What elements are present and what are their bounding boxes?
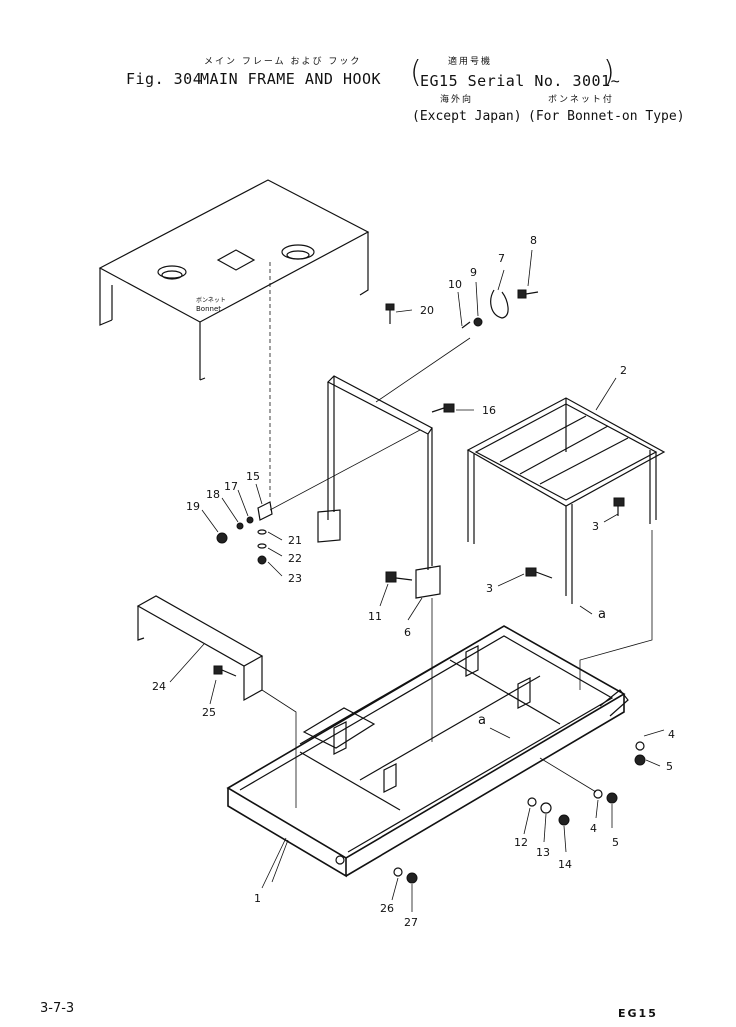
page-reference: 3-7-3 <box>40 1001 75 1016</box>
callout-numbers: 1 2 3 3 4 4 5 5 6 7 8 9 10 11 12 13 14 1… <box>152 234 675 929</box>
except-japan-note: (Except Japan) <box>412 109 522 124</box>
paren-close: ) <box>603 55 615 90</box>
callout-4-center: 4 <box>590 822 597 835</box>
callout-3-upper: 3 <box>592 520 599 533</box>
bonnet-cover: ボンネット Bonnet <box>98 179 370 500</box>
hardware-26-27 <box>393 867 418 884</box>
bonnet-type-japanese: ボンネット付 <box>548 95 614 105</box>
callout-26: 26 <box>380 902 394 915</box>
lift-bracket <box>269 375 441 742</box>
callout-7: 7 <box>498 252 505 265</box>
section-marker-lower: a <box>478 713 486 728</box>
figure-title: MAIN FRAME AND HOOK <box>200 70 382 88</box>
callout-11: 11 <box>368 610 382 623</box>
callout-19: 19 <box>186 500 200 513</box>
bonnet-english-label: Bonnet <box>196 305 221 313</box>
model-code: EG15 <box>618 1007 658 1020</box>
callout-24: 24 <box>152 680 166 693</box>
callout-5-center: 5 <box>612 836 619 849</box>
callout-25: 25 <box>202 706 216 719</box>
callout-13: 13 <box>536 846 550 859</box>
applicable-serial-japanese: 適用号機 <box>448 57 493 67</box>
callout-23: 23 <box>288 572 302 585</box>
hook-assembly <box>375 289 539 403</box>
callout-12: 12 <box>514 836 528 849</box>
callout-20: 20 <box>420 304 434 317</box>
callout-10: 10 <box>448 278 462 291</box>
except-japan-japanese: 海外向 <box>440 95 474 105</box>
small-hardware-stack <box>216 501 273 565</box>
bolt-11 <box>385 571 413 583</box>
title-japanese: メイン フレーム および フック <box>204 57 362 67</box>
paren-open: ( <box>410 55 422 90</box>
hardware-12-14 <box>527 757 618 826</box>
callout-16: 16 <box>482 404 496 417</box>
callout-8: 8 <box>530 234 537 247</box>
bolt-3-lower <box>525 567 553 579</box>
bonnet-japanese-label: ボンネット <box>196 296 226 304</box>
callout-3-lower: 3 <box>486 582 493 595</box>
main-frame <box>226 625 629 889</box>
callout-14: 14 <box>558 858 572 871</box>
callout-2: 2 <box>620 364 627 377</box>
side-cover <box>136 595 297 808</box>
leader-lines <box>169 249 665 912</box>
serial-number: EG15 Serial No. 3001∼ <box>420 72 621 90</box>
bonnet-type-note: (For Bonnet-on Type) <box>528 109 685 124</box>
section-marker-upper: a <box>598 607 606 622</box>
callout-5-right: 5 <box>666 760 673 773</box>
callout-6: 6 <box>404 626 411 639</box>
callout-9: 9 <box>470 266 477 279</box>
callout-27: 27 <box>404 916 418 929</box>
callout-17: 17 <box>224 480 238 493</box>
bolt-20 <box>385 303 395 324</box>
callout-4-right: 4 <box>668 728 675 741</box>
hardware-4-5-right <box>634 741 646 766</box>
callout-15: 15 <box>246 470 260 483</box>
callout-1: 1 <box>254 892 261 905</box>
bolt-16 <box>431 403 455 413</box>
upper-frame <box>466 397 666 690</box>
callout-21: 21 <box>288 534 302 547</box>
bolt-25 <box>213 665 237 677</box>
figure-label: Fig. 304 <box>126 70 203 88</box>
callout-22: 22 <box>288 552 302 565</box>
callout-18: 18 <box>206 488 220 501</box>
